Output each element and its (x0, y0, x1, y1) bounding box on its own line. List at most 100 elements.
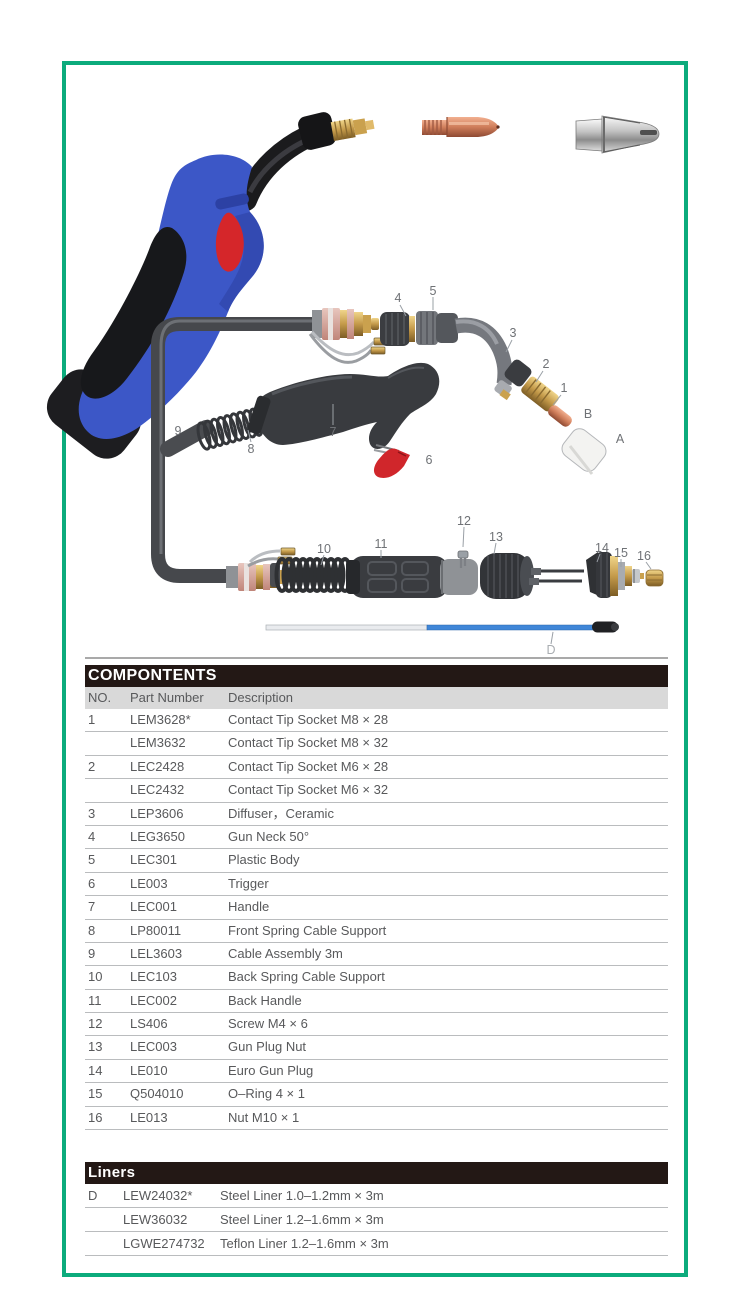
components-header-bar: COMPONTENTS (85, 665, 668, 687)
neck-collar (298, 112, 336, 150)
cell-part: LEW24032* (123, 1188, 193, 1203)
cell-part: LE003 (130, 875, 168, 891)
cell-no: 8 (88, 922, 96, 938)
cell-desc: Contact Tip Socket M8 × 28 (228, 712, 389, 727)
part-b-contact-tip (548, 405, 572, 427)
table-row: 3 LEP3606 Diffuser，Ceramic (85, 803, 668, 826)
callout-3: 3 (509, 325, 517, 340)
cell-no: 7 (88, 899, 96, 915)
table-row: 15 Q504010 O–Ring 4 × 1 (85, 1083, 668, 1107)
cell-desc: Nut M10 × 1 (228, 1109, 300, 1125)
part-12-screw (457, 550, 469, 568)
callout-5: 5 (429, 283, 437, 298)
callout-15: 15 (614, 545, 628, 560)
table-row: LEM3632 Contact Tip Socket M8 × 32 (85, 732, 668, 756)
cell-no: 4 (88, 828, 96, 844)
table-row: 2 LEC2428 Contact Tip Socket M6 × 28 (85, 756, 668, 780)
callout-10: 10 (317, 541, 331, 556)
callout-13: 13 (489, 529, 503, 544)
cell-desc: Contact Tip Socket M8 × 32 (228, 735, 389, 751)
callout-1: 1 (560, 380, 568, 395)
torch-brass-tip (330, 118, 375, 141)
table-row: 12 LS406 Screw M4 × 6 (85, 1013, 668, 1037)
cell-part: LEC002 (130, 992, 177, 1008)
cell-part: LGWE274732 (123, 1236, 205, 1251)
cell-part: LEC301 (130, 852, 177, 868)
cell-no: 16 (88, 1109, 103, 1125)
part-16-nut (645, 569, 664, 587)
components-title: COMPONTENTS (88, 667, 217, 684)
part-11-back-handle (346, 556, 478, 598)
cell-part: LEM3628* (130, 712, 191, 727)
liners-title: Liners (88, 1164, 136, 1181)
table-row: 8 LP80011 Front Spring Cable Support (85, 920, 668, 943)
cell-part: Q504010 (130, 1086, 184, 1102)
callout-4: 4 (394, 290, 402, 305)
cell-part: LEC003 (130, 1039, 177, 1055)
cell-no: 3 (88, 805, 96, 821)
cell-desc: Diffuser，Ceramic (228, 805, 334, 821)
cell-no: 9 (88, 945, 96, 961)
part-9-cable-end (160, 420, 214, 457)
cell-desc: Steel Liner 1.2–1.6mm × 3m (220, 1212, 384, 1227)
cell-part: LEL3603 (130, 945, 183, 961)
cell-part: LP80011 (130, 922, 182, 938)
cell-desc: Front Spring Cable Support (228, 922, 387, 938)
callout-14: 14 (595, 540, 609, 555)
cell-desc: Contact Tip Socket M6 × 28 (228, 758, 389, 774)
part-10-back-spring (270, 557, 353, 593)
part-a-nozzle (561, 428, 607, 475)
cell-part: LEC2432 (130, 782, 185, 798)
cell-no: 11 (88, 992, 102, 1008)
green-border-frame (62, 61, 688, 1277)
callout-B: B (583, 406, 593, 421)
cell-no: 14 (88, 1062, 103, 1078)
cell-desc: O–Ring 4 × 1 (228, 1086, 305, 1102)
part-8-front-spring (196, 407, 264, 451)
table-top-rule (85, 657, 668, 659)
cell-no: 15 (88, 1086, 103, 1102)
part-3-diffuser (504, 359, 532, 387)
cell-desc: Contact Tip Socket M6 × 32 (228, 782, 389, 798)
part-4-plug-nut (380, 312, 415, 346)
cell-no: 5 (88, 852, 96, 868)
cell-part: LEW36032 (123, 1212, 188, 1227)
cell-desc: Trigger (228, 875, 269, 891)
col-header-desc: Description (228, 690, 294, 705)
cable-assembly (151, 317, 330, 583)
exploded-diagram (46, 112, 664, 645)
cell-part: LEM3632 (130, 735, 186, 751)
nozzle-photo (575, 115, 660, 154)
cell-part: LEP3606 (130, 805, 184, 821)
components-column-headers: NO. Part Number Description (85, 687, 668, 709)
cell-part: LEC001 (130, 899, 177, 915)
callout-leader-lines (247, 297, 652, 645)
cell-part: LEC2428 (130, 758, 185, 774)
cell-no: 2 (88, 758, 96, 774)
part-14-euro-gun-plug (529, 552, 644, 598)
cell-no: 6 (88, 875, 96, 891)
callout-8: 8 (247, 441, 255, 456)
callout-6: 6 (425, 452, 433, 467)
cell-part: LS406 (130, 1016, 168, 1032)
cell-no: 10 (88, 969, 103, 985)
table-row: 6 LE003 Trigger (85, 873, 668, 897)
cell-desc: Back Handle (228, 992, 302, 1008)
cell-desc: Screw M4 × 6 (228, 1016, 308, 1032)
cell-no: 12 (88, 1016, 103, 1032)
callout-7: 7 (329, 424, 337, 439)
table-row: 16 LE013 Nut M10 × 1 (85, 1107, 668, 1131)
cell-part: LE013 (130, 1109, 168, 1125)
cell-desc: Steel Liner 1.0–1.2mm × 3m (220, 1188, 384, 1203)
callout-D: D (546, 642, 556, 657)
torch-trigger-red (215, 212, 244, 272)
col-header-part: Part Number (130, 690, 204, 705)
cell-desc: Gun Neck 50° (228, 828, 310, 844)
